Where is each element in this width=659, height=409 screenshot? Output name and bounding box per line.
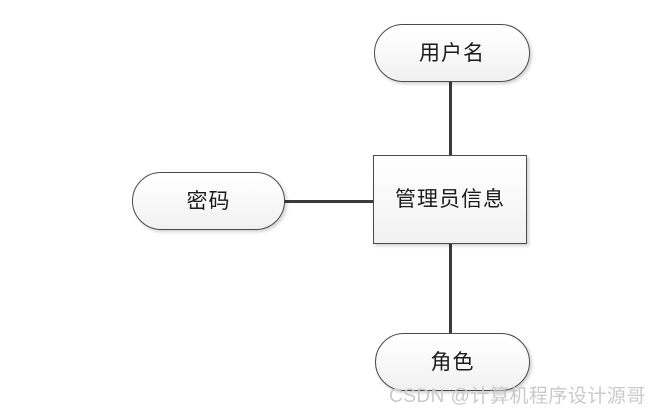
entity-node-admin-info[interactable]: 管理员信息 (373, 155, 527, 244)
attribute-node-username-label: 用户名 (419, 40, 485, 65)
attribute-node-role[interactable]: 角色 (375, 333, 530, 391)
attribute-node-password[interactable]: 密码 (132, 172, 285, 230)
edge-entity-to-role (449, 242, 452, 335)
attribute-node-role-label: 角色 (430, 349, 475, 374)
attribute-node-username[interactable]: 用户名 (374, 24, 530, 82)
attribute-node-password-label: 密码 (186, 188, 231, 213)
edge-password-to-entity (283, 200, 375, 203)
edge-username-to-entity (449, 80, 452, 157)
entity-node-admin-info-label: 管理员信息 (395, 187, 505, 211)
